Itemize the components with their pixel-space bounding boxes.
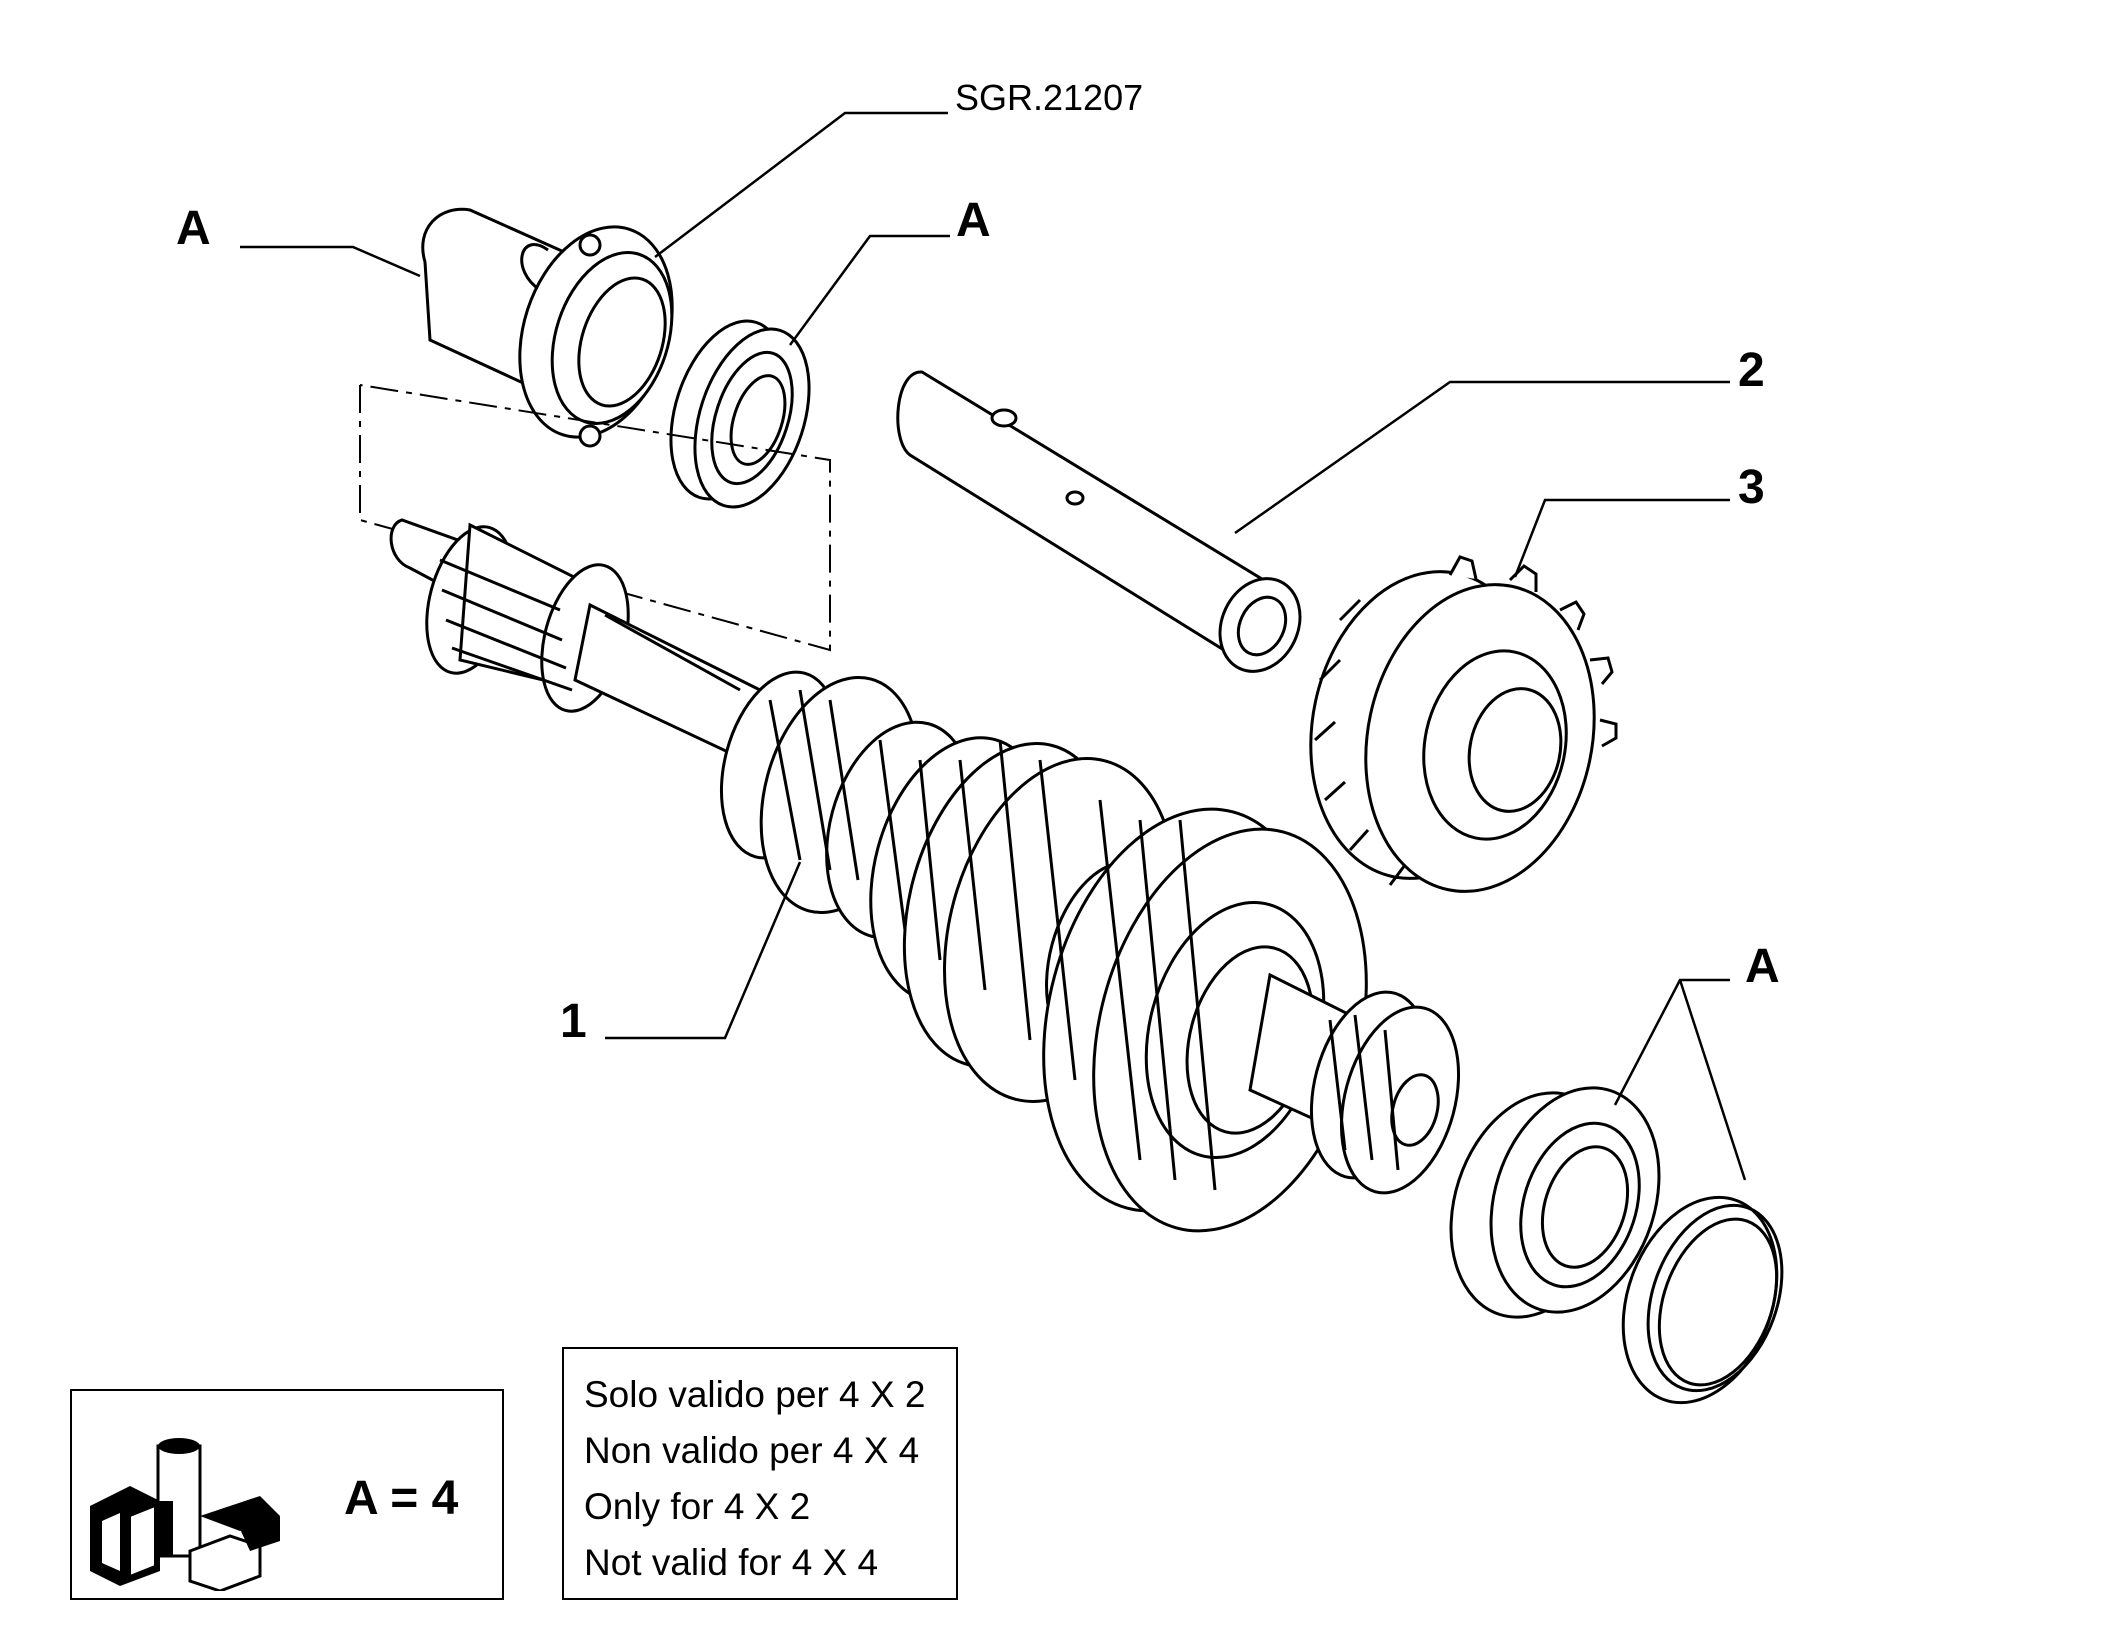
- leader-lines: [240, 111, 1747, 1181]
- spacer-ring: [1621, 1195, 1784, 1405]
- callout-a-right-bearing: A: [1745, 940, 1780, 993]
- validity-note: Solo valido per 4 X 2 Non valido per 4 X…: [562, 1347, 958, 1600]
- gear-part-3: [1309, 555, 1618, 893]
- callout-part-1: 1: [560, 995, 587, 1048]
- parts-kit-icon: [90, 1438, 280, 1591]
- note-line-not-valid: Not valid for 4 X 4: [584, 1542, 879, 1583]
- main-shaft: [389, 518, 1461, 1233]
- note-line-non-valido: Non valido per 4 X 4: [584, 1430, 920, 1471]
- quantity-label: A = 4: [344, 1472, 459, 1525]
- drawing-code: SGR.21207: [955, 77, 1144, 118]
- callout-part-2: 2: [1738, 344, 1765, 397]
- parts-quantity-legend: A = 4: [70, 1389, 504, 1600]
- callout-part-3: 3: [1738, 461, 1765, 514]
- small-bearing: [669, 319, 811, 509]
- note-line-solo-valido: Solo valido per 4 X 2: [584, 1374, 926, 1415]
- alignment-dash-line: [359, 384, 831, 652]
- right-bearing: [1449, 1086, 1661, 1319]
- bearing-housing: [421, 207, 674, 448]
- shaft-pin: [896, 370, 1302, 673]
- callout-a-small-bearing: A: [956, 194, 991, 247]
- callout-a-housing: A: [176, 202, 211, 255]
- note-line-only-for: Only for 4 X 2: [584, 1486, 811, 1527]
